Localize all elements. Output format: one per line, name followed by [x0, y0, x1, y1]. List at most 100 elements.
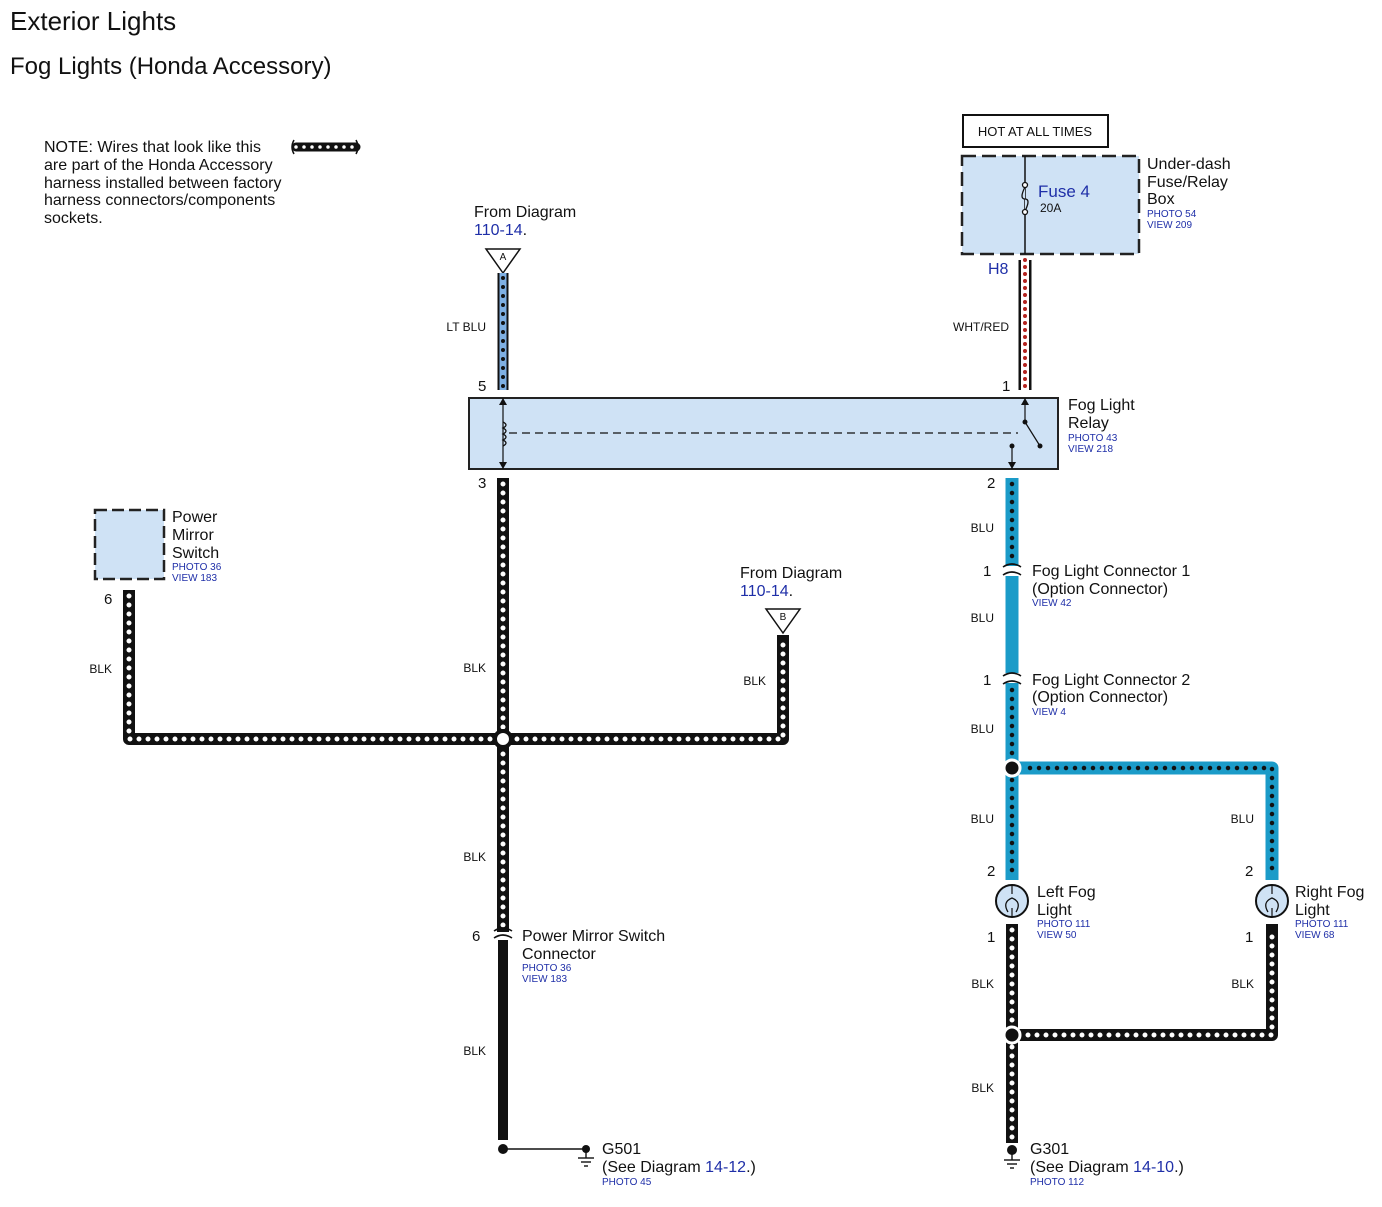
mirror-connector-pin-6: 6	[472, 928, 480, 945]
from-diagram-a-text: 110-14.	[474, 222, 527, 239]
wire-label-blk-1: BLK	[89, 662, 112, 676]
g501-see-prefix: (See Diagram	[602, 1159, 705, 1176]
mirror-connector-icon	[493, 927, 513, 939]
right-fog-view: VIEW 68	[1295, 930, 1335, 941]
left-fog-name-1: Left Fog	[1037, 884, 1096, 901]
mirror-switch-name-2: Mirror	[172, 527, 214, 544]
fog-connector-2-name-2: (Option Connector)	[1032, 689, 1168, 706]
wire-blk-accessory	[123, 478, 789, 933]
note-line-3: harness installed between factory	[44, 175, 281, 192]
accessory-note: NOTE: Wires that look like this are part…	[44, 139, 361, 227]
fuse-box-name-2: Fuse/Relay	[1147, 174, 1228, 191]
right-fog-pin-1: 1	[1245, 929, 1253, 946]
relay-photo: PHOTO 43	[1068, 433, 1118, 444]
mirror-switch-name-1: Power	[172, 509, 218, 526]
hot-at-all-times-label: HOT AT ALL TIMES	[978, 124, 1092, 139]
fog-connector-2-pin: 1	[983, 672, 991, 689]
g501-wire-end	[498, 1144, 508, 1154]
page-title: Exterior Lights	[10, 6, 176, 36]
from-diagram-a-label: From Diagram	[474, 204, 576, 221]
wire-label-blu-4: BLU	[971, 812, 994, 826]
splice-point	[493, 729, 513, 749]
from-diagram-b-link[interactable]: 110-14	[740, 583, 789, 600]
g501-ground-icon	[578, 1145, 594, 1167]
fuse-icon	[1021, 181, 1029, 216]
g301-see-prefix: (See Diagram	[1030, 1159, 1133, 1176]
right-fog-light-bulb-icon	[1255, 884, 1289, 918]
wire-label-blk-3: BLK	[743, 674, 766, 688]
relay-view: VIEW 218	[1068, 444, 1113, 455]
wire-label-blk-7: BLK	[1231, 977, 1254, 991]
g301-link[interactable]: 14-10	[1133, 1159, 1174, 1176]
fuse-terminal-h8: H8	[988, 261, 1009, 278]
mirror-connector-view: VIEW 183	[522, 974, 567, 985]
mirror-switch-name-3: Switch	[172, 545, 219, 562]
g501-photo: PHOTO 45	[602, 1177, 652, 1188]
from-diagram-b-dot: .	[789, 583, 793, 600]
fog-connector-2-icon	[1002, 672, 1022, 685]
fuse-rating: 20A	[1040, 201, 1061, 215]
wire-label-lt-blu: LT BLU	[446, 320, 486, 334]
g301-ground-icon	[1004, 1145, 1020, 1169]
wire-label-blk-8: BLK	[971, 1081, 994, 1095]
left-fog-pin-1: 1	[987, 929, 995, 946]
right-fog-name-2: Light	[1295, 902, 1330, 919]
blu-splice-point	[1002, 758, 1022, 778]
fuse-box-name-1: Under-dash	[1147, 156, 1231, 173]
g501-see-suffix: .)	[746, 1159, 756, 1176]
wire-label-blk-6: BLK	[971, 977, 994, 991]
connector-b-triangle-icon	[764, 608, 802, 635]
g501-link[interactable]: 14-12	[705, 1159, 746, 1176]
right-fog-photo: PHOTO 111	[1295, 919, 1349, 930]
connector-a-tag: A	[500, 252, 507, 263]
wire-label-blk-2: BLK	[463, 661, 486, 675]
g301-see-suffix: .)	[1174, 1159, 1184, 1176]
right-fog-name-1: Right Fog	[1295, 884, 1364, 901]
relay-pin-2: 2	[987, 475, 995, 492]
relay-switch-icon	[1008, 398, 1043, 469]
wire-label-blu-1: BLU	[971, 521, 994, 535]
mirror-connector-photo: PHOTO 36	[522, 963, 572, 974]
relay-pin-1: 1	[1002, 378, 1010, 395]
relay-name-2: Relay	[1068, 415, 1109, 432]
wire-blk-solid	[498, 940, 585, 1150]
from-diagram-a-dot: .	[523, 222, 527, 239]
note-line-1: NOTE: Wires that look like this	[44, 139, 261, 156]
left-fog-name-2: Light	[1037, 902, 1072, 919]
relay-coil-icon	[501, 421, 507, 447]
fuse-box-name-3: Box	[1147, 191, 1175, 208]
g501-see-diagram: (See Diagram 14-12.)	[602, 1159, 756, 1176]
wire-label-blu-2: BLU	[971, 611, 994, 625]
fog-connector-1-view: VIEW 42	[1032, 598, 1072, 609]
from-diagram-b-text: 110-14.	[740, 583, 793, 600]
left-fog-light-bulb-icon	[995, 884, 1029, 918]
from-diagram-a-link[interactable]: 110-14	[474, 222, 523, 239]
g501-name: G501	[602, 1141, 641, 1158]
g301-name: G301	[1030, 1141, 1069, 1158]
mirror-switch-photo: PHOTO 36	[172, 562, 222, 573]
relay-pin-5: 5	[478, 378, 486, 395]
note-line-2: are part of the Honda Accessory	[44, 157, 273, 174]
mirror-switch-pin-6: 6	[104, 591, 112, 608]
mirror-switch-view: VIEW 183	[172, 573, 217, 584]
wire-label-blu-3: BLU	[971, 722, 994, 736]
g301-see-diagram: (See Diagram 14-10.)	[1030, 1159, 1184, 1176]
fog-connector-1-icon	[1002, 563, 1022, 576]
blk-ground-splice-point	[1002, 1025, 1022, 1045]
fuse-relay-box: Fuse 4 20A	[960, 154, 1141, 256]
wire-label-blk-4: BLK	[463, 850, 486, 864]
mirror-connector-name-1: Power Mirror Switch	[522, 928, 665, 945]
wire-label-blk-5: BLK	[463, 1044, 486, 1058]
wire-label-wht-red: WHT/RED	[953, 320, 1009, 334]
accessory-wire-sample-icon	[291, 139, 361, 155]
relay-pin-3: 3	[478, 475, 486, 492]
wire-blk-fog-ground	[1006, 924, 1278, 1143]
power-mirror-switch	[93, 508, 166, 581]
note-line-4: harness connectors/components	[44, 192, 275, 209]
wire-label-blu-5: BLU	[1231, 812, 1254, 826]
hot-at-all-times-box	[962, 114, 1109, 148]
connector-b-tag: B	[780, 612, 787, 623]
wire-blu	[1005, 478, 1279, 880]
left-fog-view: VIEW 50	[1037, 930, 1077, 941]
